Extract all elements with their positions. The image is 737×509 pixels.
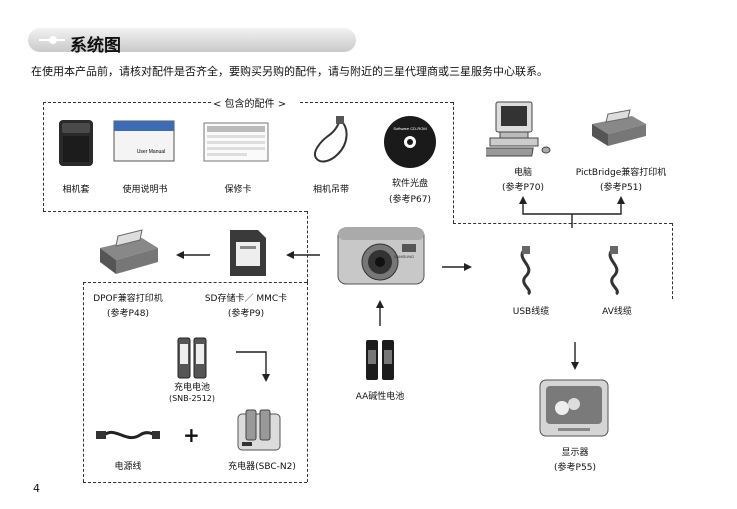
rechargeable-battery-model: (SNB-2512) bbox=[168, 394, 216, 403]
pictbridge-printer-ref: (参考P51) bbox=[600, 183, 642, 193]
battery-charger-image bbox=[237, 409, 281, 451]
user-manual-label: 使用说明书 bbox=[122, 185, 168, 195]
warranty-card-image bbox=[203, 122, 269, 162]
included-frame-left bbox=[43, 102, 44, 211]
included-frame-bottom-left bbox=[43, 211, 307, 212]
included-frame-top-left bbox=[43, 102, 211, 103]
warranty-card-label: 保修卡 bbox=[224, 185, 252, 195]
monitor-image bbox=[539, 379, 609, 437]
software-cd-label: 软件光盘 bbox=[391, 179, 428, 189]
camera-brand-text: SAMSUNG bbox=[394, 254, 414, 259]
rechargeable-battery-label: 充电电池 bbox=[173, 383, 210, 393]
software-cd-image: Software CD-ROM bbox=[384, 116, 436, 168]
camera-frame-left bbox=[307, 211, 308, 282]
camera-strap-image bbox=[314, 116, 348, 163]
pictbridge-printer-label: PictBridge兼容打印机 bbox=[575, 168, 667, 178]
pc-ref: (参考P70) bbox=[502, 183, 544, 193]
page-title: 系统图 bbox=[70, 36, 121, 56]
included-frame-top-right bbox=[300, 102, 453, 103]
charging-frame-bottom bbox=[83, 482, 307, 483]
software-cd-ref: (参考P67) bbox=[389, 195, 431, 205]
usb-cable-label: USB线缆 bbox=[512, 307, 550, 317]
aa-battery-label: AA碱性电池 bbox=[355, 392, 405, 402]
dpof-printer-image bbox=[100, 229, 158, 274]
charging-frame-top bbox=[83, 282, 307, 283]
arrow-from-battery bbox=[376, 300, 384, 326]
camera-case-image bbox=[59, 120, 93, 166]
monitor-label: 显示器 bbox=[561, 448, 589, 458]
arrow-to-dpof-printer bbox=[176, 251, 210, 259]
rechargeable-battery-image bbox=[177, 337, 207, 379]
battery-charger-label: 充电器(SBC-N2) bbox=[228, 462, 296, 472]
dpof-printer-ref: (参考P48) bbox=[107, 309, 149, 319]
camera-strap-label: 相机吊带 bbox=[312, 185, 349, 195]
pc-image bbox=[486, 101, 551, 157]
sd-card-image bbox=[230, 230, 266, 276]
digital-camera-image: SAMSUNG bbox=[337, 227, 425, 285]
av-cable-image bbox=[608, 246, 619, 296]
monitor-ref: (参考P55) bbox=[554, 463, 596, 473]
charging-frame-left bbox=[83, 282, 84, 482]
pc-label: 电脑 bbox=[513, 168, 532, 178]
plus-sign: + bbox=[183, 423, 200, 447]
included-frame-bottom-right bbox=[453, 223, 672, 224]
connection-fork-arrow bbox=[519, 196, 625, 228]
charge-cycle-arrow bbox=[236, 351, 270, 382]
aa-battery-image bbox=[366, 340, 394, 380]
page-number: 4 bbox=[33, 482, 40, 495]
charging-frame-right bbox=[307, 282, 308, 482]
user-manual-cover-text: User Manual bbox=[137, 149, 165, 155]
power-cord-label: 电源线 bbox=[114, 462, 142, 472]
arrow-to-monitor bbox=[571, 342, 579, 370]
software-cd-disc-text: Software CD-ROM bbox=[393, 126, 426, 131]
camera-case-label: 相机套 bbox=[62, 185, 90, 195]
dpof-printer-label: DPOF兼容打印机 bbox=[93, 294, 163, 304]
pictbridge-printer-image bbox=[592, 109, 646, 146]
title-bar-dot bbox=[49, 36, 57, 44]
included-frame-right bbox=[453, 102, 454, 223]
title-bar bbox=[28, 28, 356, 52]
av-cable-label: AV线缆 bbox=[602, 307, 632, 317]
intro-text: 在使用本产品前，请核对配件是否齐全，要购买另购的配件，请与附近的三星代理商或三星… bbox=[31, 65, 548, 78]
user-manual-image: User Manual bbox=[113, 120, 175, 162]
power-cord-image bbox=[96, 430, 160, 440]
included-section-title: < 包含的配件 > bbox=[213, 99, 287, 110]
arrow-to-cables bbox=[442, 263, 472, 271]
arrow-to-sd-card bbox=[286, 251, 320, 259]
cable-frame-right bbox=[672, 223, 673, 299]
usb-cable-image bbox=[520, 246, 531, 296]
sd-card-label: SD存储卡／ MMC卡 bbox=[204, 294, 288, 304]
sd-card-ref: (参考P9) bbox=[227, 309, 265, 319]
